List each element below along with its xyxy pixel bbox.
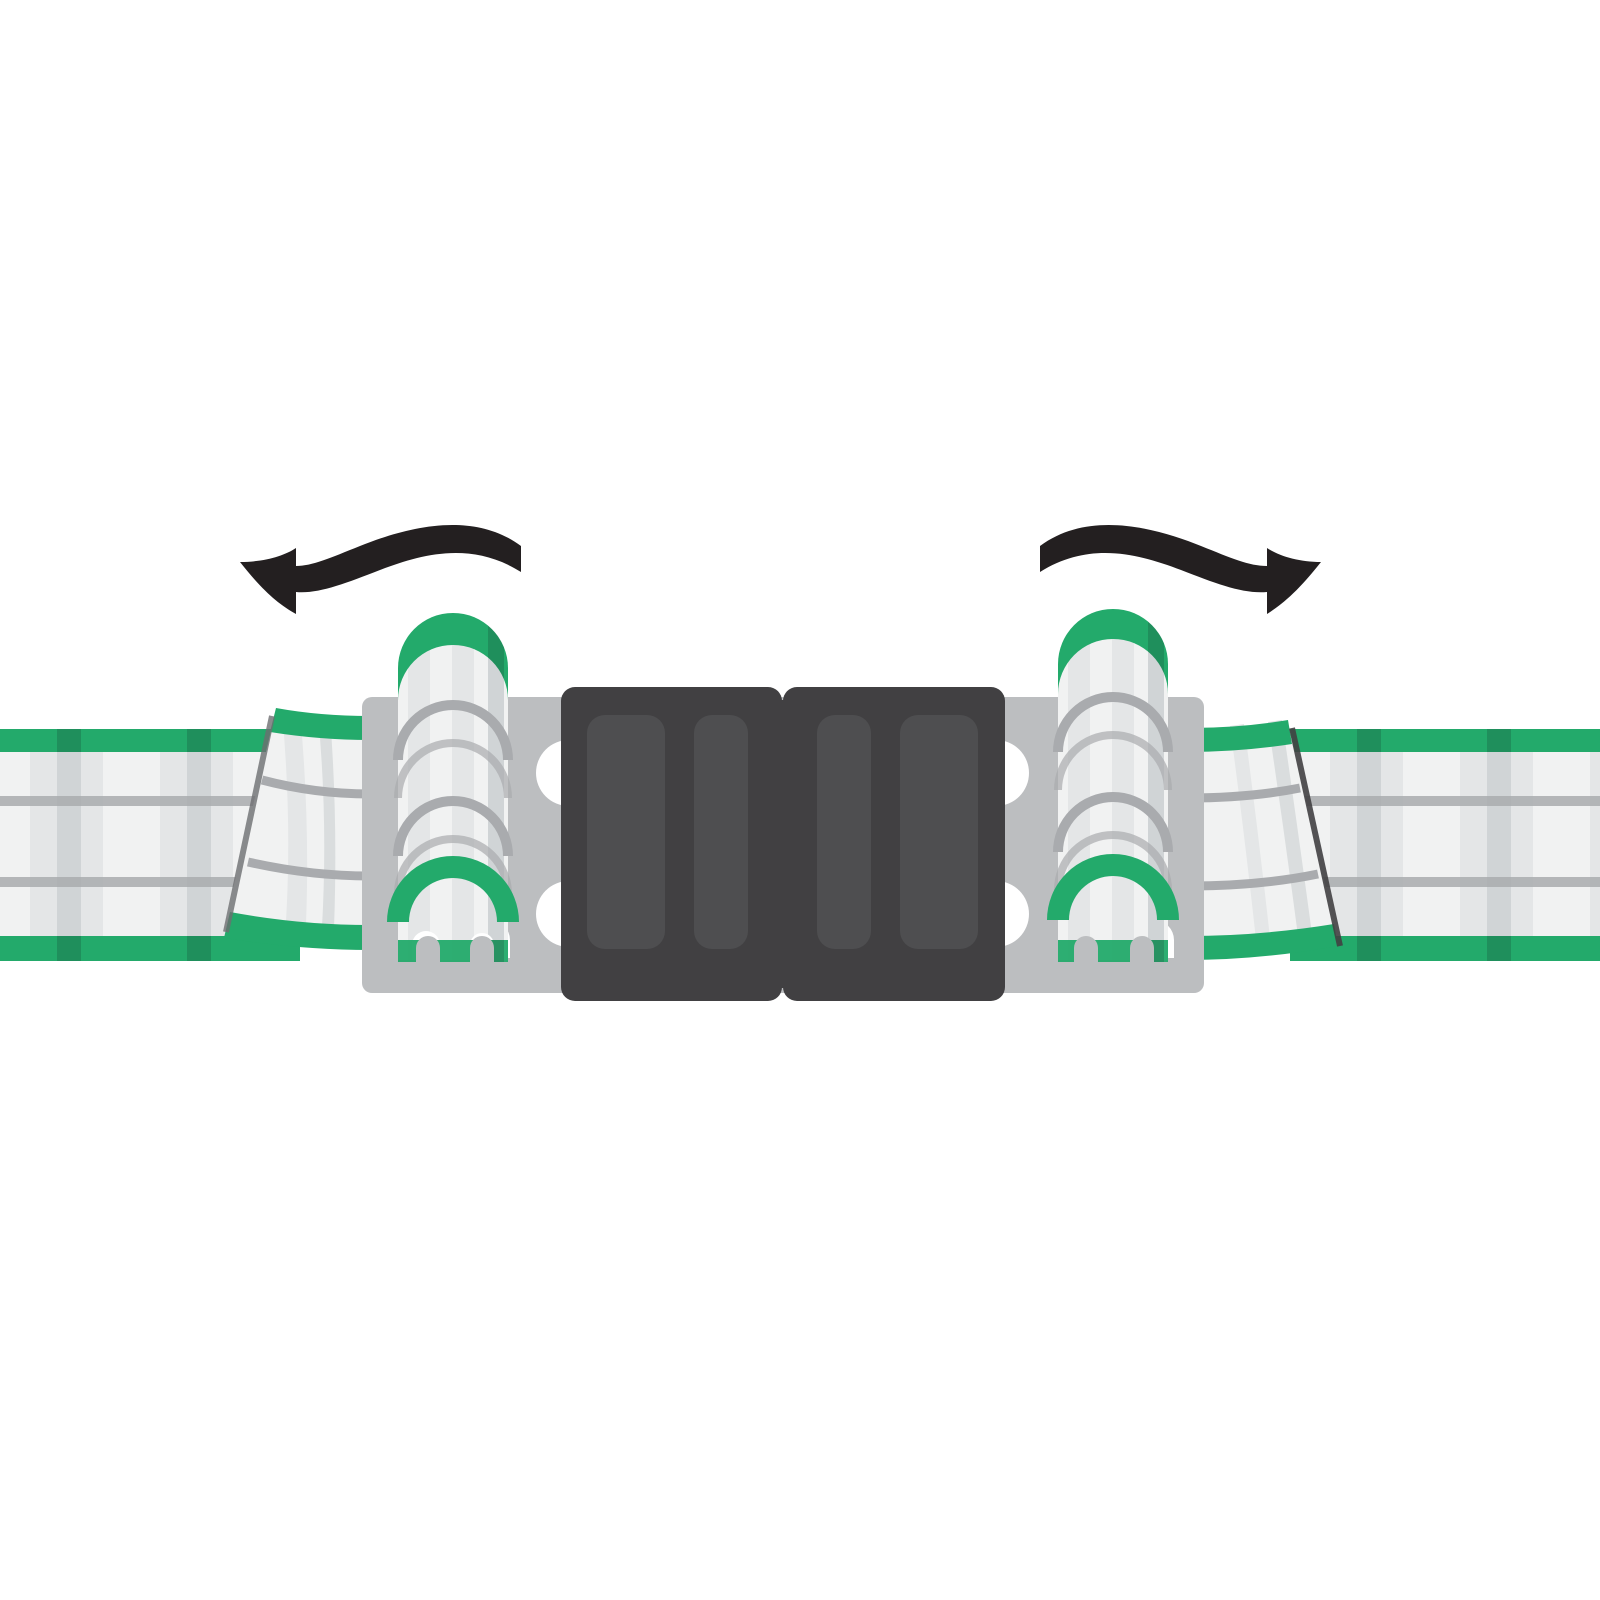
right-tape (1290, 729, 1600, 961)
right-tape-loop (1047, 609, 1179, 962)
curved-arrow-left-icon (240, 524, 521, 614)
left-tape-wire-top (0, 796, 300, 806)
right-tape-wire-top (1290, 796, 1600, 806)
curved-arrow-right-icon (1040, 524, 1321, 614)
left-tape-loop (387, 613, 519, 962)
buckle-recess (900, 715, 978, 949)
left-tape-wire-bottom (0, 877, 300, 887)
buckle-recess (694, 715, 748, 949)
buckle-recess (817, 715, 871, 949)
left-tape-flap (223, 708, 371, 950)
buckle-recess (587, 715, 665, 949)
right-tape-wire-bottom (1290, 877, 1600, 887)
buckle (561, 687, 1005, 1001)
